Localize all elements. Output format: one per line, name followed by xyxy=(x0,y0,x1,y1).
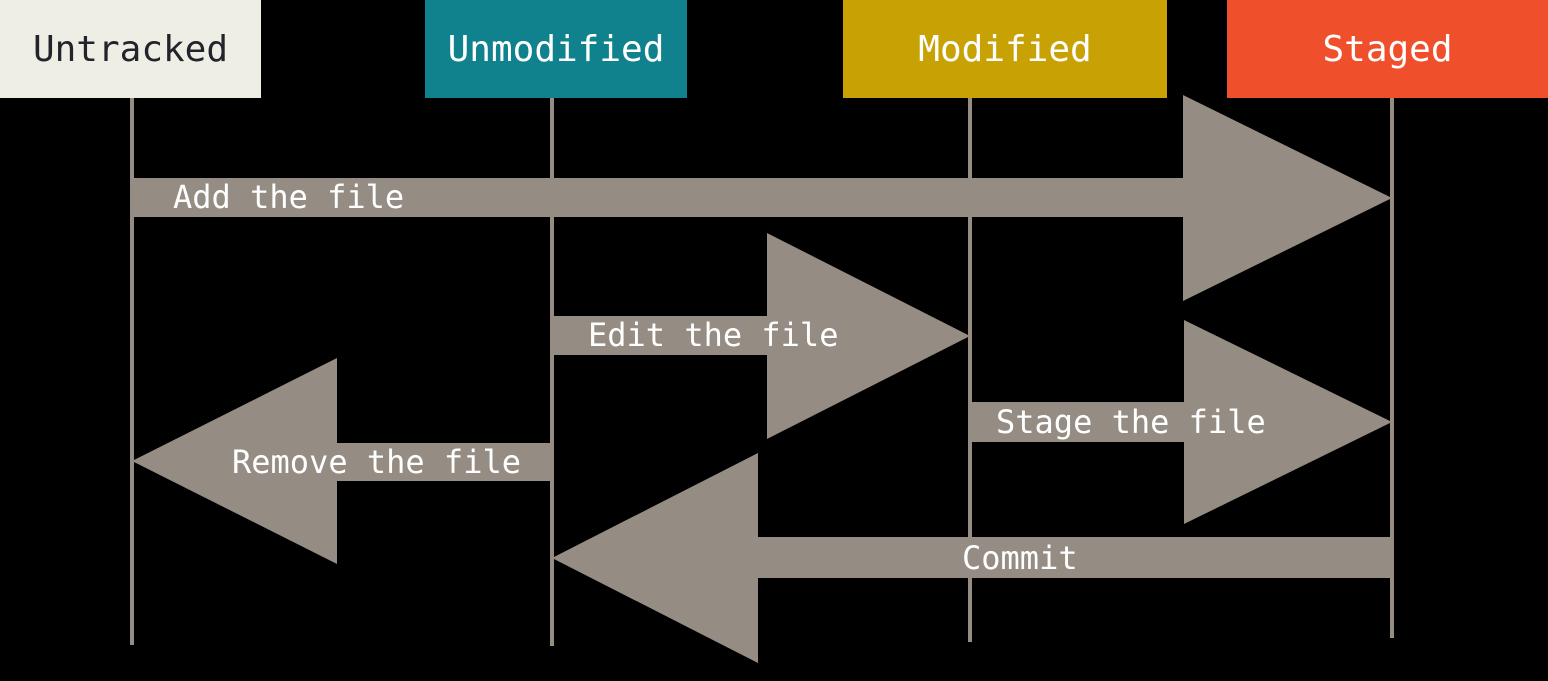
arrow-stage-the-file-head-right-icon xyxy=(1184,320,1392,524)
arrow-edit-the-file-head-right-icon xyxy=(767,233,970,439)
state-label-staged: Staged xyxy=(1322,28,1453,70)
state-box-staged: Staged xyxy=(1227,0,1548,98)
arrow-add-the-file-shaft xyxy=(130,178,1183,217)
arrow-edit-the-file-shaft xyxy=(550,316,767,355)
state-label-unmodified: Unmodified xyxy=(447,28,665,70)
arrow-remove-the-file-head-left-icon xyxy=(132,358,337,564)
arrow-stage-the-file-shaft xyxy=(968,402,1184,442)
state-label-modified: Modified xyxy=(918,28,1092,70)
arrow-commit-shaft xyxy=(758,537,1394,578)
arrow-label-edit-the-file: Edit the file xyxy=(588,316,839,354)
lifeline-unmodified xyxy=(550,98,554,646)
lifeline-modified xyxy=(968,98,972,642)
lifeline-staged xyxy=(1390,98,1394,638)
arrow-label-add-the-file: Add the file xyxy=(173,178,405,216)
arrow-label-commit: Commit xyxy=(962,539,1078,577)
arrow-label-remove-the-file: Remove the file xyxy=(232,443,521,481)
arrow-remove-the-file-shaft xyxy=(337,443,554,481)
state-box-untracked: Untracked xyxy=(0,0,261,98)
arrow-add-the-file-head-right-icon xyxy=(1183,95,1392,301)
state-label-untracked: Untracked xyxy=(32,28,229,70)
arrow-commit-head-left-icon xyxy=(552,453,758,663)
state-box-modified: Modified xyxy=(843,0,1167,98)
state-box-unmodified: Unmodified xyxy=(425,0,687,98)
arrow-label-stage-the-file: Stage the file xyxy=(996,403,1266,441)
